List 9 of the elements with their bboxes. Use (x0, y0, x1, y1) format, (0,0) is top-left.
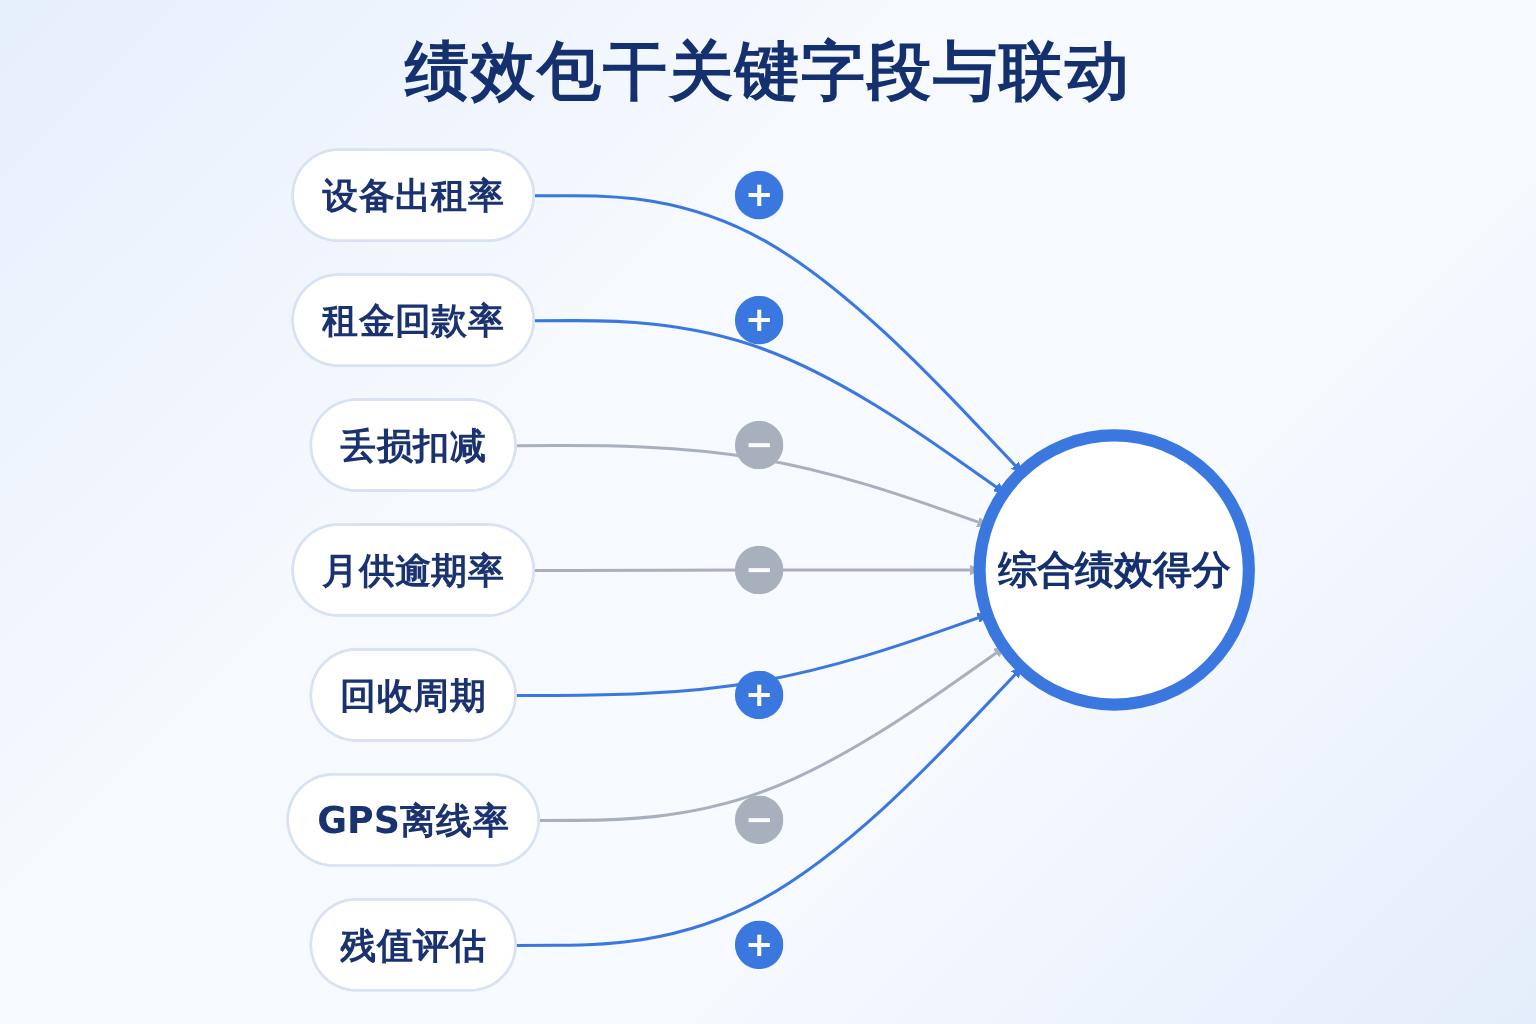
edge-label: − (744, 799, 774, 840)
edge-label: + (744, 674, 774, 715)
edge-label: + (744, 174, 774, 215)
edge-label: − (744, 549, 774, 590)
node-circle: 综合绩效得分 (973, 429, 1255, 711)
edge-label: + (744, 924, 774, 965)
title: 绩效包干关键字段与联动 (405, 33, 1131, 110)
edge-label: + (744, 299, 774, 340)
edge-label: − (744, 424, 774, 465)
